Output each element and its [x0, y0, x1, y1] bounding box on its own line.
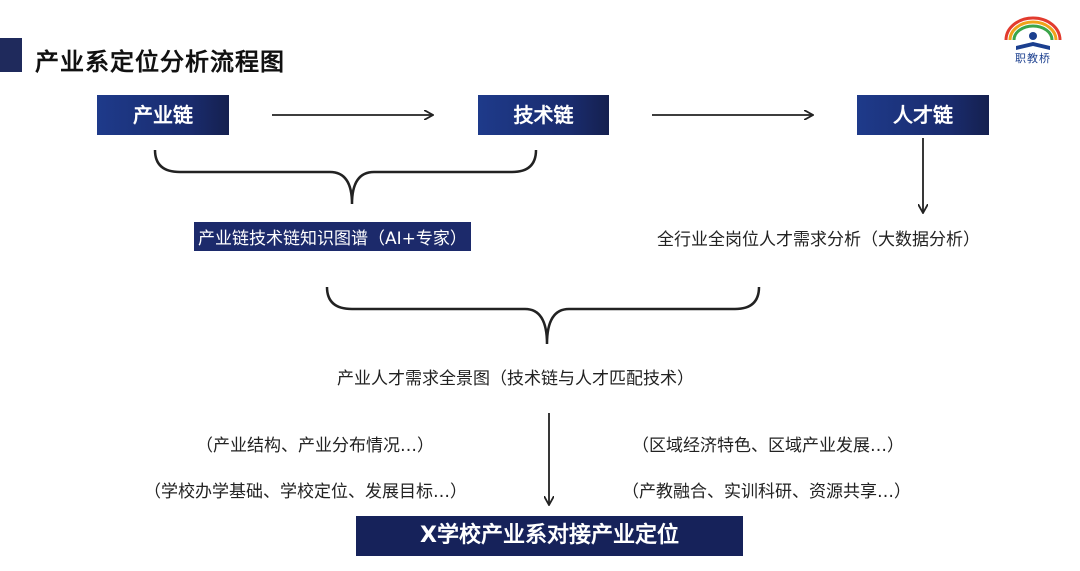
- context-school-foundation: （学校办学基础、学校定位、发展目标…）: [144, 482, 467, 502]
- context-regional-economy: （区域经济特色、区域产业发展…）: [632, 436, 904, 456]
- brace-analysis: [325, 286, 761, 345]
- tech-chain-box: 技术链: [478, 95, 609, 135]
- knowledge-graph-label: 产业链技术链知识图谱（AI+专家）: [194, 222, 471, 251]
- brace-chains: [153, 149, 538, 205]
- demand-panorama-label: 产业人才需求全景图（技术链与人才匹配技术）: [337, 369, 694, 389]
- context-industry-education: （产教融合、实训科研、资源共享…）: [622, 482, 911, 502]
- result-positioning-box: X学校产业系对接产业定位: [356, 516, 743, 556]
- logo-icon: [1004, 16, 1062, 50]
- page-title: 产业系定位分析流程图: [35, 48, 285, 76]
- logo-text: 职教桥: [1015, 52, 1051, 65]
- talent-demand-label: 全行业全岗位人才需求分析（大数据分析）: [657, 230, 980, 250]
- industry-chain-box: 产业链: [97, 95, 229, 135]
- title-accent-bar: [0, 38, 22, 72]
- context-industry-structure: （产业结构、产业分布情况…）: [196, 436, 434, 456]
- talent-chain-box: 人才链: [857, 95, 989, 135]
